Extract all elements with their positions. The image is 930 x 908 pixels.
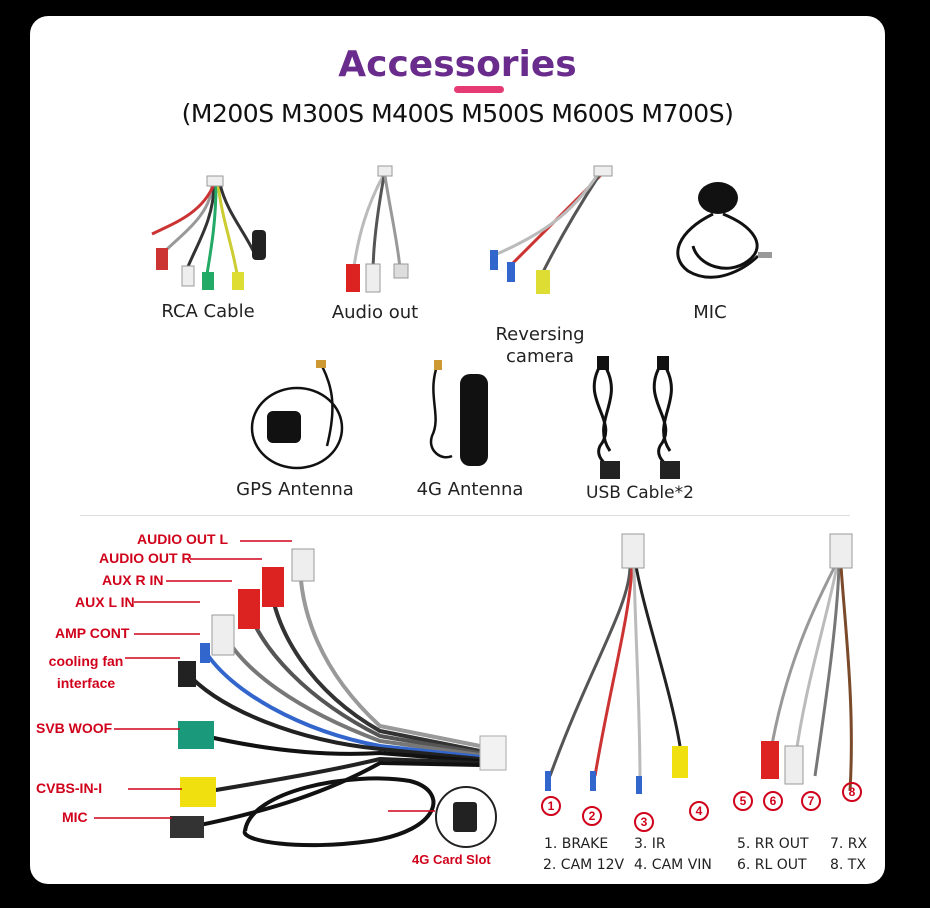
label-mic: MIC	[62, 809, 88, 825]
marker-2: 2	[582, 806, 602, 826]
marker-5: 5	[733, 791, 753, 811]
legend-3: 3. IR	[634, 836, 666, 852]
caption-usb-cable: USB Cable*2	[586, 483, 694, 503]
label-audio-out-l: AUDIO OUT L	[137, 531, 228, 547]
label-card-slot: 4G Card Slot	[412, 852, 491, 867]
page-title: Accessories	[338, 44, 577, 85]
label-cooling-fan-text: cooling fan interface	[48, 653, 124, 691]
caption-mic: MIC	[693, 302, 727, 323]
caption-gps-antenna: GPS Antenna	[236, 479, 354, 500]
label-audio-out-r: AUDIO OUT R	[99, 550, 192, 566]
title-underline	[454, 86, 504, 93]
mic-image	[676, 182, 772, 279]
label-cvbs-in: CVBS-IN-I	[36, 780, 103, 796]
sim-card-icon	[453, 802, 477, 832]
marker-7: 7	[801, 791, 821, 811]
marker-4: 4	[689, 801, 709, 821]
marker-6: 6	[763, 791, 783, 811]
label-amp-cont: AMP CONT	[55, 625, 130, 641]
legend-2: 2. CAM 12V	[543, 857, 625, 873]
legend-6: 6. RL OUT	[737, 857, 807, 873]
reversing-camera-image	[490, 165, 613, 294]
legend-5: 5. RR OUT	[737, 836, 809, 852]
label-aux-l-in: AUX L IN	[75, 594, 135, 610]
caption-audio-out: Audio out	[331, 302, 419, 323]
caption-reversing-camera-text: Reversing camera	[495, 324, 585, 367]
gps-antenna-image	[250, 360, 344, 470]
legend-1: 1. BRAKE	[544, 836, 609, 852]
audio-out-image	[346, 165, 409, 293]
usb-cable-image	[592, 356, 680, 479]
rca-cable-image	[151, 175, 266, 290]
caption-reversing-camera: Reversing camera	[470, 302, 610, 368]
4g-antenna-image	[429, 360, 488, 466]
marker-3: 3	[634, 812, 654, 832]
label-leader-lines	[94, 540, 435, 819]
label-cooling-fan: cooling fan interface	[36, 650, 136, 694]
caption-4g-antenna: 4G Antenna	[416, 479, 524, 500]
audio-harness-diagram	[761, 533, 853, 791]
section-divider	[80, 515, 850, 516]
model-list: (M200S M300S M400S M500S M600S M700S)	[181, 99, 734, 128]
card-slot-callout	[435, 786, 497, 848]
marker-8: 8	[842, 782, 862, 802]
legend-4: 4. CAM VIN	[634, 857, 712, 873]
label-aux-r-in: AUX R IN	[102, 572, 164, 588]
legend-7: 7. RX	[830, 836, 868, 852]
rca-harness-diagram	[170, 548, 507, 848]
label-svb-woof: SVB WOOF	[36, 720, 113, 736]
legend-8: 8. TX	[830, 857, 866, 873]
caption-rca-cable: RCA Cable	[161, 301, 255, 322]
camera-harness-diagram	[545, 533, 688, 794]
marker-1: 1	[541, 796, 561, 816]
accessories-card: Accessories (M200S M300S M400S M500S M60…	[30, 16, 885, 884]
